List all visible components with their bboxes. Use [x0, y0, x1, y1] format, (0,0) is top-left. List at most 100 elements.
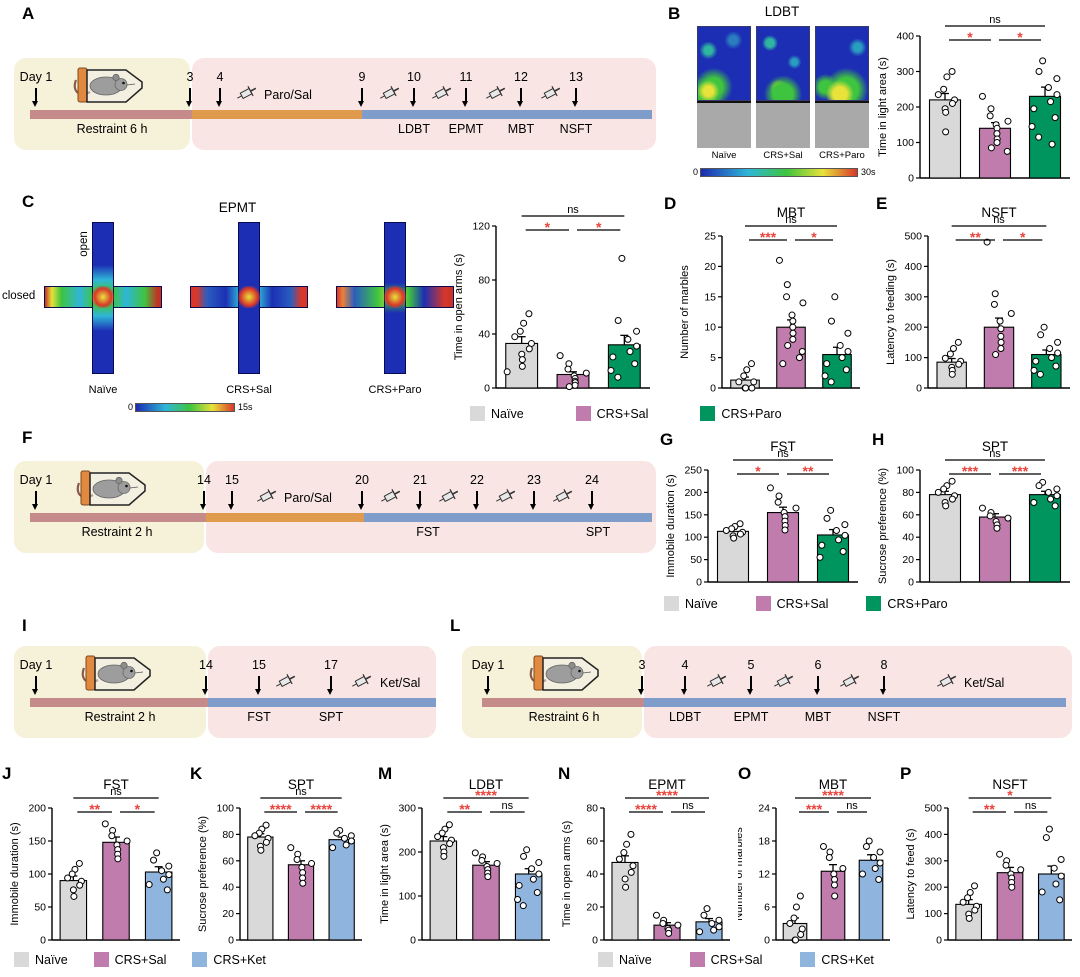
sig-label: ns: [295, 786, 307, 798]
day-mark-arrowhead: [32, 101, 39, 107]
legend-item-crs_paro: CRS+Paro: [700, 406, 782, 421]
legend-swatch-crs_sal: [755, 596, 771, 611]
data-point: [1004, 514, 1012, 522]
data-point: [876, 859, 884, 867]
data-point: [262, 838, 270, 846]
restraint-duration-label: Restraint 6 h: [76, 122, 148, 136]
timeline-bar_drug: [206, 513, 364, 522]
day-mark-arrowhead: [410, 101, 417, 107]
data-point: [520, 319, 528, 327]
panel-letter-G: G: [660, 430, 674, 449]
sig-label: *: [811, 229, 817, 245]
y-axis-title: Time in open arms (s): [453, 254, 465, 361]
data-point: [696, 928, 704, 936]
data-point: [1004, 117, 1012, 125]
data-point: [775, 256, 783, 264]
syringe-icon: [486, 85, 506, 100]
day-mark-label: 6: [814, 658, 822, 672]
data-point: [299, 879, 307, 887]
y-tick-label: 300: [904, 291, 922, 303]
restraint-duration-label: Restraint 6 h: [528, 710, 600, 724]
sig-label: *: [755, 463, 761, 479]
day-mark-arrow: [361, 491, 363, 504]
data-point: [948, 68, 956, 75]
y-tick-label: 100: [684, 532, 702, 544]
data-point: [519, 902, 527, 910]
day-mark-label: 12: [514, 70, 528, 84]
day-mark-arrow: [750, 676, 752, 689]
heatmap-color-scale: [700, 168, 858, 177]
data-point: [620, 849, 628, 857]
y-tick-label: 20: [902, 554, 914, 566]
data-point: [471, 849, 479, 857]
data-point: [478, 856, 486, 864]
data-point: [839, 548, 847, 556]
test-label-mbt: MBT: [804, 710, 832, 724]
data-point: [624, 335, 632, 343]
data-point: [946, 350, 954, 358]
data-point: [251, 832, 259, 840]
data-point: [964, 894, 972, 902]
legend-label: CRS+Ket: [821, 952, 874, 967]
panel-letter-K: K: [190, 764, 203, 783]
legend-item-naive: Naïve: [598, 952, 652, 967]
panel-letter-J: J: [2, 764, 12, 783]
epmt-panel-title: EPMT: [218, 200, 257, 215]
legend-label: CRS+Ket: [213, 952, 266, 967]
legend-label: Naïve: [619, 952, 652, 967]
day-mark-label: 20: [355, 473, 369, 487]
timeline-bar_test: [644, 698, 1066, 707]
data-point: [1056, 896, 1064, 904]
y-tick-label: 200: [684, 487, 702, 499]
test-label-fst: FST: [416, 525, 440, 539]
y-tick-label: 0: [710, 383, 716, 395]
data-point: [789, 335, 797, 343]
data-point: [614, 373, 622, 381]
data-point: [1037, 331, 1045, 339]
legend-item-crs_ket: CRS+Ket: [192, 952, 266, 967]
data-point: [715, 923, 723, 931]
data-point: [934, 488, 942, 496]
treatment-phase-box: [644, 646, 1072, 738]
panel-letter-I: I: [22, 616, 27, 635]
data-point: [703, 905, 711, 913]
bar-Naïve: [928, 494, 962, 583]
data-point: [1053, 75, 1061, 83]
bar-Naïve: [611, 861, 639, 941]
data-point: [942, 128, 950, 136]
sig-label: *: [545, 219, 551, 235]
y-tick-label: 100: [896, 137, 914, 149]
day-mark-arrow: [203, 491, 205, 504]
sig-label: ns: [682, 800, 694, 812]
data-point: [949, 344, 957, 352]
day-mark-label: Day 1: [19, 473, 53, 487]
data-point: [523, 846, 531, 854]
heatmap-group-label: Naïve: [88, 384, 118, 396]
data-point: [942, 108, 950, 116]
y-tick-label: 150: [28, 836, 46, 848]
syringe-icon: [707, 673, 727, 688]
data-point: [1053, 91, 1061, 99]
data-point: [629, 862, 637, 870]
data-point: [788, 311, 796, 319]
y-axis-title: Immobile duration (s): [665, 474, 677, 577]
panel-letter-P: P: [900, 764, 912, 783]
syringe-icon: [380, 85, 400, 100]
y-axis-title: Number of marbles: [738, 827, 745, 921]
sig-label: **: [89, 801, 100, 817]
day-mark-label: 14: [199, 658, 213, 672]
data-point: [1035, 68, 1043, 75]
data-point: [329, 844, 337, 852]
data-point: [1042, 834, 1050, 842]
panel-letter-M: M: [378, 764, 393, 783]
timeline-bar_test: [208, 698, 436, 707]
data-point: [987, 144, 995, 152]
data-point: [64, 874, 72, 882]
chart-title: NSFT: [992, 777, 1027, 792]
day-mark-arrow: [487, 676, 489, 689]
sig-label: ****: [822, 787, 844, 803]
legend-swatch-crs_paro: [866, 596, 882, 611]
